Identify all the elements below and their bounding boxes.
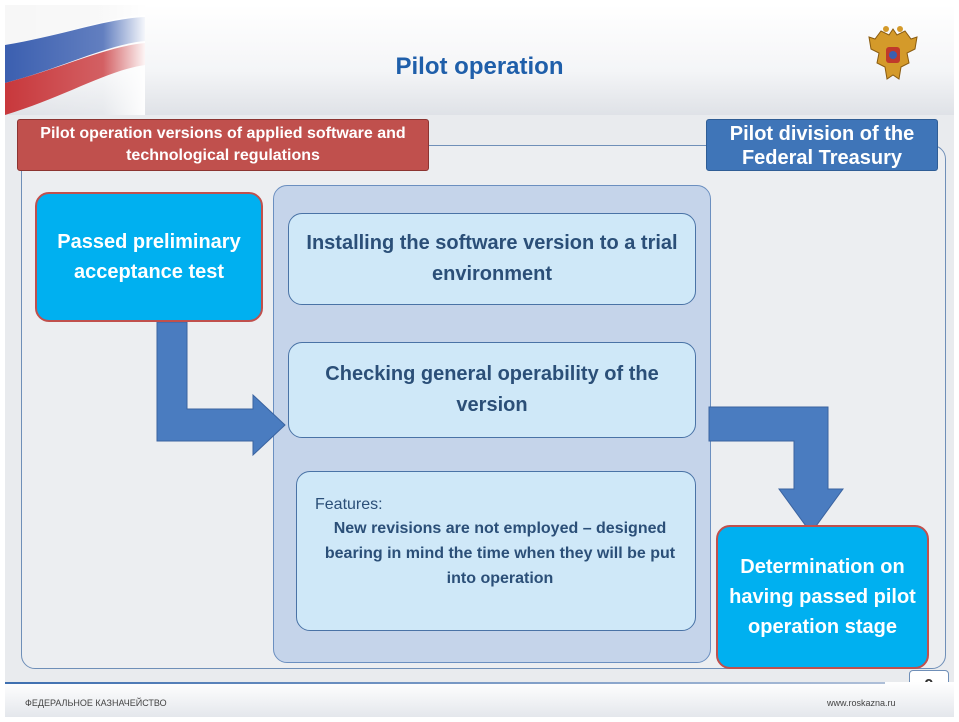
install-software-step: Installing the software version to a tri…: [288, 213, 696, 305]
footer-band: [5, 682, 954, 717]
russian-flag-icon: [5, 5, 145, 115]
footer-divider: [5, 682, 885, 684]
passed-preliminary-acceptance-node: Passed preliminary acceptance test: [35, 192, 263, 322]
pilot-division-label: Pilot division of the Federal Treasury: [706, 119, 938, 171]
determination-pilot-operation-node: Determination on having passed pilot ope…: [716, 525, 929, 669]
slide: Pilot operation Pilot operation versions…: [5, 5, 954, 717]
check-operability-step: Checking general operability of the vers…: [288, 342, 696, 438]
page-title: Pilot operation: [395, 53, 564, 80]
features-box: Features: New revisions are not employed…: [296, 471, 696, 631]
double-headed-eagle-emblem-icon: [868, 26, 918, 80]
pilot-operation-versions-label: Pilot operation versions of applied soft…: [17, 119, 429, 171]
footer-website-link[interactable]: www.roskazna.ru: [827, 698, 896, 708]
features-title: Features:: [315, 496, 383, 513]
header-band: Pilot operation: [5, 5, 954, 115]
footer-organization: ФЕДЕРАЛЬНОЕ КАЗНАЧЕЙСТВО: [25, 698, 167, 708]
features-text: New revisions are not employed – designe…: [324, 520, 676, 587]
